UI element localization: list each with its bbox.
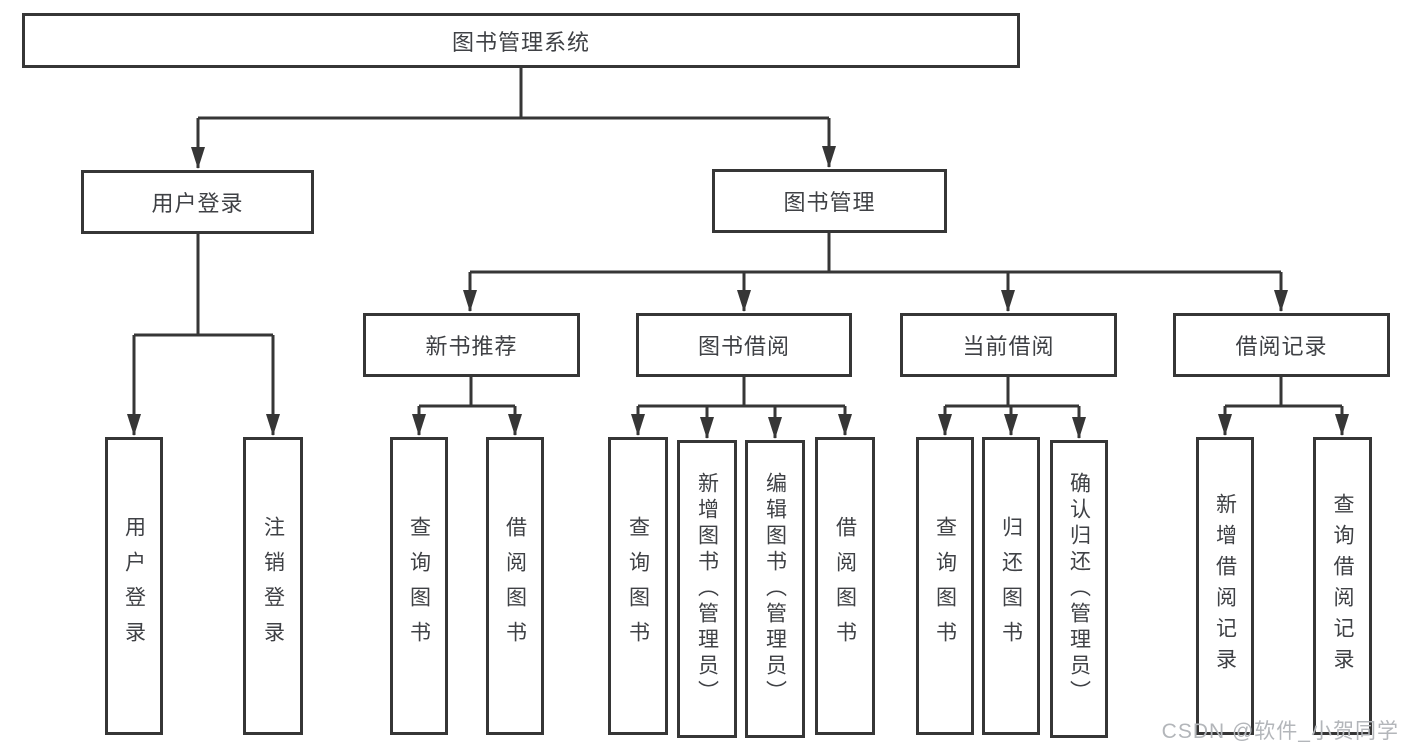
node-user-login-module: 用户登录 [81,170,314,234]
node-root-system: 图书管理系统 [22,13,1020,68]
node-current-borrow: 当前借阅 [900,313,1117,377]
node-label: 查询借阅记录 [1331,493,1354,679]
node-leaf-query-book-3: 查询图书 [916,437,974,735]
node-new-book-recommend: 新书推荐 [363,313,580,377]
node-label: 查询图书 [407,516,431,656]
node-book-management-module: 图书管理 [712,169,947,233]
node-label: 图书管理系统 [451,29,590,55]
node-label: 图书管理 [783,190,876,215]
node-label: 用户登录 [122,516,146,656]
node-label: 图书借阅 [697,334,790,359]
node-label: 注销登录 [261,516,285,656]
node-book-borrow: 图书借阅 [636,313,852,377]
node-label: 确认归还（管理员） [1067,472,1091,706]
node-label: 当前借阅 [962,334,1055,359]
node-leaf-user-login: 用户登录 [105,437,163,735]
node-leaf-borrow-book-2: 借阅图书 [815,437,875,735]
node-label: 借阅记录 [1235,334,1328,359]
node-label: 编辑图书（管理员） [763,472,787,706]
node-leaf-borrow-book-1: 借阅图书 [486,437,544,735]
node-borrow-records: 借阅记录 [1173,313,1390,377]
node-label: 新书推荐 [425,334,518,359]
node-leaf-confirm-return-admin: 确认归还（管理员） [1050,440,1108,738]
node-label: 归还图书 [999,516,1023,656]
node-label: 借阅图书 [833,516,857,656]
node-label: 用户登录 [151,191,244,216]
node-leaf-edit-book-admin: 编辑图书（管理员） [745,440,805,738]
node-leaf-query-book-1: 查询图书 [390,437,448,735]
watermark: CSDN @软件_小贺同学 [1161,720,1399,743]
node-leaf-query-borrow-record: 查询借阅记录 [1313,437,1372,735]
node-label: 借阅图书 [503,516,527,656]
node-leaf-add-book-admin: 新增图书（管理员） [677,440,737,738]
node-leaf-add-borrow-record: 新增借阅记录 [1196,437,1254,735]
node-label: 新增图书（管理员） [695,472,719,706]
node-leaf-query-book-2: 查询图书 [608,437,668,735]
node-label: 查询图书 [626,516,650,656]
node-label: 查询图书 [933,516,957,656]
node-label: 新增借阅记录 [1213,493,1237,679]
node-leaf-return-book: 归还图书 [982,437,1040,735]
node-leaf-logout: 注销登录 [243,437,303,735]
